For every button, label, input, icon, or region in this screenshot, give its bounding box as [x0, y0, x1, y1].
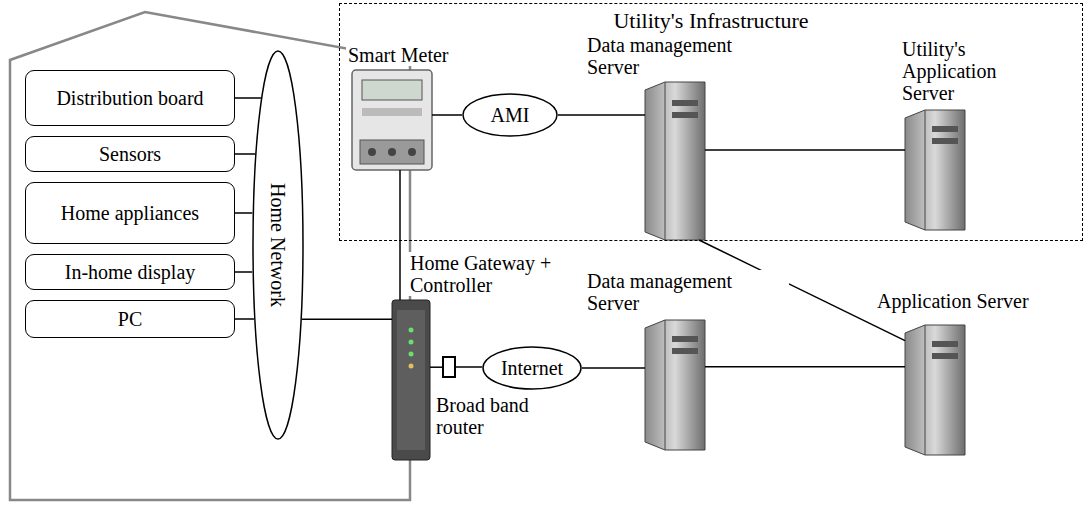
server-edge — [665, 82, 666, 240]
gateway-led — [409, 364, 414, 369]
gateway-front — [397, 310, 425, 450]
connector-line — [582, 367, 645, 369]
node-label: Utility's Application Server — [900, 38, 1016, 104]
server-node: Utility's Application Server — [905, 110, 965, 230]
node-text: Distribution board — [50, 87, 209, 109]
meter-display — [362, 80, 422, 100]
node-text: Sensors — [93, 143, 167, 165]
server-drive — [932, 341, 958, 347]
gateway-led — [409, 328, 414, 333]
server-edge — [925, 110, 926, 230]
node-text: Internet — [495, 357, 569, 379]
router-box: Broad band router — [442, 356, 456, 378]
node-label: Application Server — [875, 290, 1031, 312]
device-box: Distribution board — [25, 70, 235, 126]
node-label: Home Gateway + Controller — [408, 252, 562, 296]
server-edge — [665, 320, 666, 450]
connector-line — [456, 366, 482, 368]
meter-screw — [368, 148, 376, 156]
ellipse-shape — [463, 94, 557, 136]
meter-screw — [388, 148, 396, 156]
connector-line — [399, 170, 401, 300]
server-node: Data management Server — [645, 82, 705, 240]
server-drive — [932, 126, 958, 132]
meter-node: Smart Meter — [352, 70, 432, 170]
node-label: Data management Server — [585, 34, 789, 78]
node-label: Smart Meter — [346, 44, 451, 66]
infrastructure-region: Smart MeterAMIData management ServerUtil… — [340, 4, 1082, 240]
server-drive — [672, 348, 698, 354]
gateway-led — [409, 340, 414, 345]
connector-line — [235, 318, 254, 320]
meter-screw — [408, 148, 416, 156]
device-box: Sensors — [25, 136, 235, 172]
network-ellipse: AMI — [462, 93, 558, 137]
connector-line — [432, 114, 462, 116]
server-body — [645, 82, 705, 240]
connector-line — [235, 212, 252, 214]
server-drive — [932, 353, 958, 359]
server-drive — [672, 100, 698, 106]
node-text: PC — [112, 308, 148, 330]
node-text: AMI — [485, 104, 536, 126]
connector-line — [235, 153, 255, 155]
node-label: Data management Server — [585, 270, 789, 314]
meter-body — [352, 70, 432, 170]
node-text: In-home display — [59, 261, 202, 283]
meter-terminal — [360, 140, 424, 164]
connector-line — [302, 318, 392, 320]
node-text: Home appliances — [55, 202, 205, 224]
node-text: Home Network — [267, 183, 289, 307]
device-box: In-home display — [25, 254, 235, 290]
ellipse-shape — [483, 347, 581, 389]
device-box: PC — [25, 300, 235, 338]
server-icon — [905, 325, 965, 455]
server-body — [645, 320, 705, 450]
server-icon — [645, 320, 705, 450]
server-drive — [672, 336, 698, 342]
gateway-led — [409, 352, 414, 357]
connector-line — [705, 149, 905, 151]
connector-line — [235, 271, 252, 273]
gateway-body — [392, 300, 430, 460]
ellipse-shape — [253, 51, 303, 439]
network-ellipse: Home Network — [252, 50, 304, 440]
server-node: Application Server — [905, 325, 965, 455]
gateway-node: Home Gateway + Controller — [392, 300, 430, 460]
region-title: Utility's Infrastructure — [340, 10, 1082, 32]
server-node: Data management Server — [645, 320, 705, 450]
meter-plate — [362, 108, 422, 116]
connector-line — [705, 366, 905, 368]
server-edge — [925, 325, 926, 455]
server-drive — [672, 112, 698, 118]
network-ellipse: Internet — [482, 346, 582, 390]
server-icon — [905, 110, 965, 230]
connector-line — [235, 97, 261, 99]
node-label: Broad band router — [434, 394, 548, 438]
gateway-icon — [392, 300, 430, 460]
server-icon — [645, 82, 705, 240]
house-outline — [10, 12, 410, 500]
connector-line — [558, 114, 645, 116]
server-body — [905, 325, 965, 455]
device-box: Home appliances — [25, 182, 235, 244]
server-body — [905, 110, 965, 230]
server-drive — [932, 138, 958, 144]
connector-line — [430, 366, 442, 368]
smart-meter-icon — [352, 70, 432, 170]
